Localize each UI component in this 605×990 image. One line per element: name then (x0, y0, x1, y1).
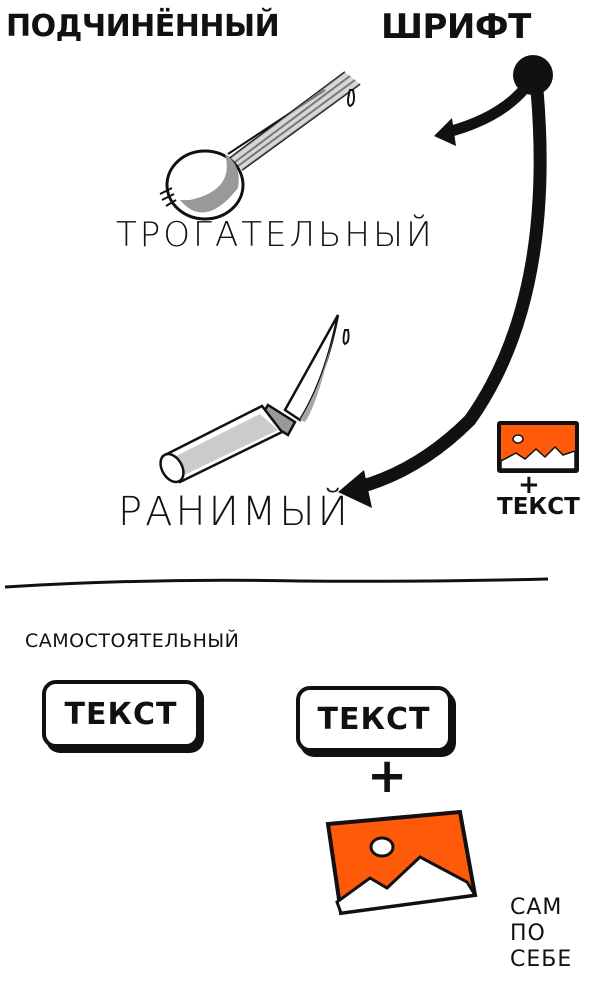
caption-line-3: СЕБЕ (510, 947, 573, 972)
label-touching: ТРОГАТЕЛЬНЫЙ (116, 215, 435, 255)
onion-icon (159, 71, 361, 221)
divider (4, 577, 549, 589)
label-independent: САМОСТОЯТЕЛЬНЫЙ (25, 630, 240, 652)
large-image-icon (325, 809, 478, 916)
image-icon (497, 421, 579, 473)
side-text: ТЕКСТ (497, 494, 580, 520)
caption-line-1: САМ (510, 895, 563, 920)
title-font: ШРИФТ (381, 7, 531, 47)
text-box-right-label: ТЕКСТ (317, 701, 431, 737)
caption-by-itself: САМ ПО СЕБЕ (510, 895, 572, 973)
title-subordinate: ПОДЧИНЁННЫЙ (6, 9, 280, 44)
label-vulnerable: РАНИМЫЙ (118, 489, 351, 535)
text-box-left-label: ТЕКСТ (64, 696, 178, 732)
knife-icon (159, 314, 350, 484)
text-box-right: ТЕКСТ (296, 686, 452, 752)
text-box-left: ТЕКСТ (42, 680, 200, 748)
plus-sign: + (367, 748, 409, 804)
plus-sign-small: + (518, 470, 541, 500)
caption-line-2: ПО (510, 921, 546, 946)
